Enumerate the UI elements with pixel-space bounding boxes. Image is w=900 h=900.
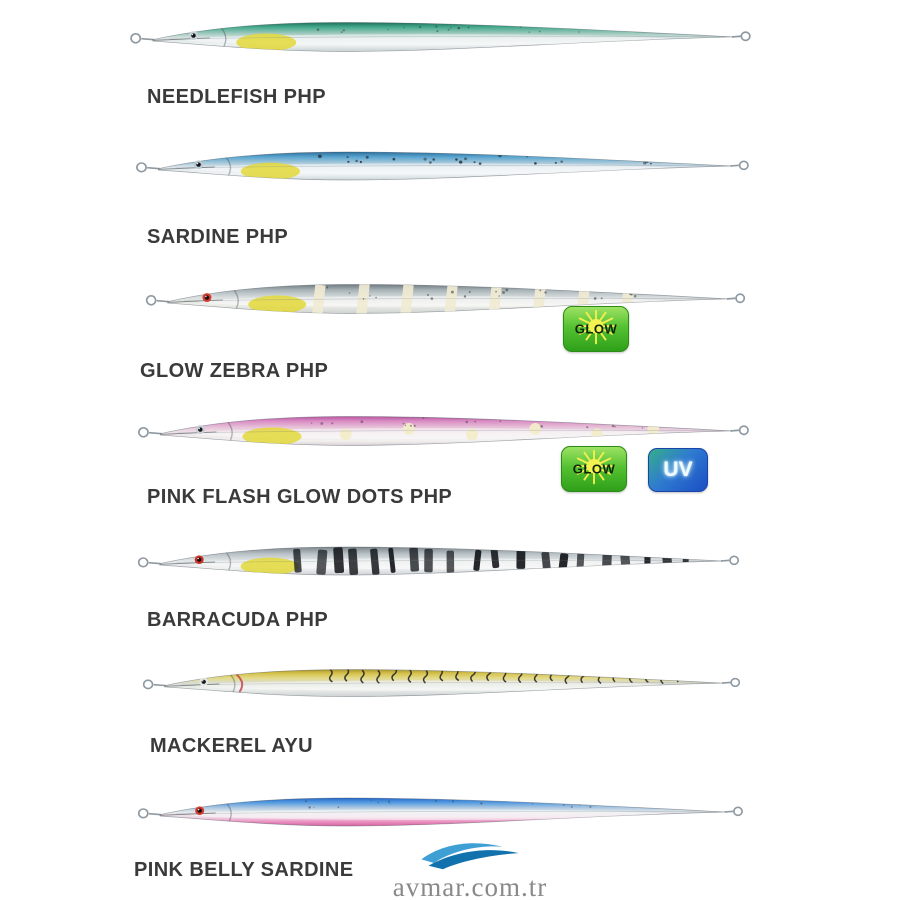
product-label-glow-zebra-php: GLOW ZEBRA PHP [140,360,329,382]
lure-image-pink-belly-sardine [128,784,754,844]
lure-image-barracuda-php [128,533,750,593]
product-label-mackerel-ayu: MACKEREL AYU [150,735,313,757]
starburst-icon [574,449,614,485]
watermark: avmar.com.tr [352,836,588,900]
uv-badge-label: UV [663,458,693,481]
uv-badge: UV [648,448,708,492]
lure-image-glow-zebra-php [136,270,756,332]
glow-badge-label: GLOW [572,461,616,477]
lure-image-mackerel-ayu [133,656,751,714]
product-label-sardine-php: SARDINE PHP [147,226,289,248]
wave-logo-icon [421,843,519,870]
watermark-text: avmar.com.tr [392,872,548,900]
lure-image-needlefish-php [120,8,762,70]
starburst-icon [576,309,616,345]
glow-badge: GLOW [561,446,627,492]
lure-image-pink-flash-glow-dots-php [128,402,760,464]
product-label-barracuda-php: BARRACUDA PHP [147,609,329,631]
glow-badge: GLOW [563,306,629,352]
product-label-pink-flash-glow-dots-php: PINK FLASH GLOW DOTS PHP [147,486,453,508]
glow-badge-label: GLOW [574,321,618,337]
product-label-needlefish-php: NEEDLEFISH PHP [147,86,326,108]
lure-image-sardine-php [126,138,760,198]
product-label-pink-belly-sardine: PINK BELLY SARDINE [134,859,354,881]
